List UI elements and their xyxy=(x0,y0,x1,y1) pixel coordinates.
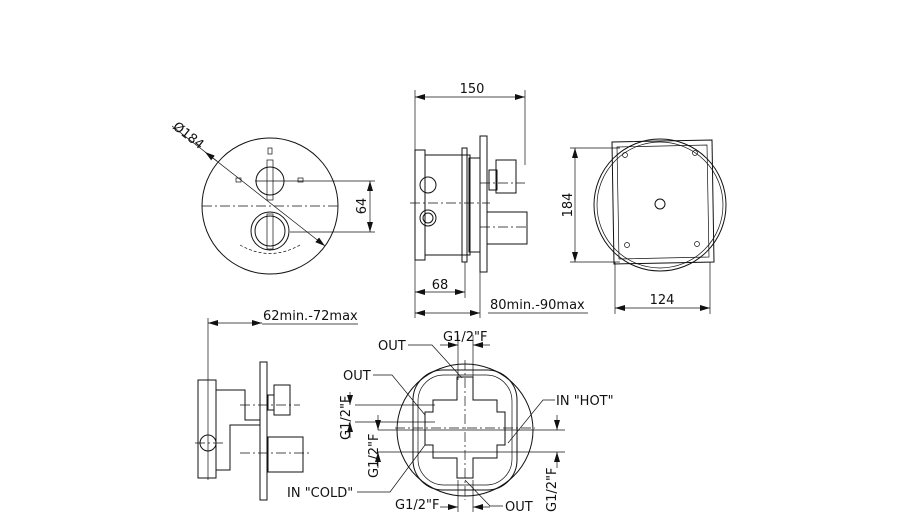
thread-left-2: G1/2"F xyxy=(367,434,382,478)
dim-62-72: 62min.-72max xyxy=(263,309,358,324)
label-in-cold: IN "COLD" xyxy=(287,486,353,501)
dim-184: 184 xyxy=(561,193,576,218)
dim-64: 64 xyxy=(355,198,370,215)
dim-68: 68 xyxy=(432,278,449,293)
front-view: 64 Ø184 xyxy=(170,119,375,275)
thread-bottom: G1/2"F xyxy=(395,498,439,513)
label-in-hot: IN "HOT" xyxy=(556,394,614,409)
label-out-bottom: OUT xyxy=(505,500,533,515)
side-view: 150 68 80min.-90max xyxy=(410,82,588,318)
dim-80-90: 80min.-90max xyxy=(490,298,585,313)
side-view-2: 62min.-72max xyxy=(195,309,358,501)
label-out-top: OUT xyxy=(378,339,406,354)
connection-view: G1/2"F OUT OUT G1/2"F G1/2"F IN "HOT" G1… xyxy=(287,330,614,515)
back-view: 184 124 xyxy=(561,138,727,314)
thread-right: G1/2"F xyxy=(545,468,560,512)
dim-124: 124 xyxy=(650,293,675,308)
thread-top: G1/2"F xyxy=(443,330,487,345)
dim-diameter: Ø184 xyxy=(170,119,207,152)
thread-left-1: G1/2"F xyxy=(339,396,354,440)
dim-150: 150 xyxy=(460,82,485,97)
label-out-left: OUT xyxy=(343,369,371,384)
